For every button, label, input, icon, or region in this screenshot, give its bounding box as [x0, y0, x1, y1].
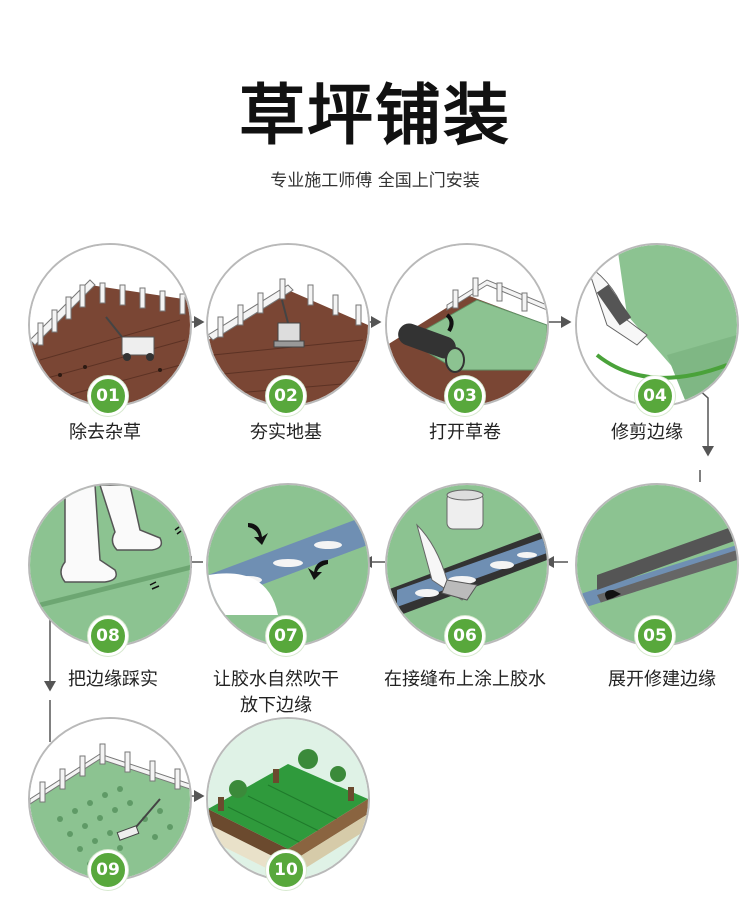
step-01-label: 除去杂草: [69, 422, 141, 443]
step-03-number: 03: [445, 376, 485, 416]
step-07-label: 让胶水自然吹干: [213, 669, 339, 690]
hand-cutter-icon: [586, 263, 648, 346]
step-04: 04: [565, 233, 745, 416]
step-06-illustration: [385, 483, 549, 647]
step-06-number: 06: [445, 616, 485, 656]
step-01-number: 01: [88, 376, 128, 416]
step-03-label: 打开草卷: [429, 422, 501, 443]
glue-bucket-icon: [446, 489, 484, 530]
step-04-label: 修剪边缘: [611, 422, 683, 443]
step-05-illustration: [575, 483, 739, 647]
step-02-illustration: [206, 243, 370, 407]
step-08: 08: [18, 473, 198, 656]
step-05: 05: [565, 473, 745, 656]
step-07: 07: [196, 473, 376, 656]
step-10: 10: [196, 707, 376, 890]
step-07-label-line2: 放下边缘: [240, 695, 312, 716]
step-02-number: 02: [266, 376, 306, 416]
step-05-label: 展开修建边缘: [608, 669, 716, 690]
step-03: 03: [375, 233, 555, 416]
step-02-label: 夯实地基: [250, 422, 322, 443]
compactor-icon: [273, 299, 305, 348]
step-04-number: 04: [635, 376, 675, 416]
shrub-icon: [229, 749, 346, 798]
step-06-label: 在接缝布上涂上胶水: [384, 669, 546, 690]
turf-roll-icon: [398, 323, 465, 373]
step-10-number: 10: [266, 850, 306, 890]
boots-icon: [60, 485, 163, 583]
step-09: 09: [18, 707, 198, 890]
rake-icon: [116, 798, 161, 841]
step-01: 01: [18, 233, 198, 416]
page-subtitle: 专业施工师傅 全国上门安装: [270, 171, 480, 191]
step-02: 02: [196, 233, 376, 416]
step-08-number: 08: [88, 616, 128, 656]
step-09-number: 09: [88, 850, 128, 890]
lawn-mower-icon: [105, 316, 155, 361]
page-title: 草坪铺装: [239, 77, 511, 154]
step-07-number: 07: [266, 616, 306, 656]
spatula-icon: [416, 523, 478, 601]
fold-arrow-icon: [248, 523, 268, 545]
curved-arrow-icon: [605, 590, 621, 600]
step-06: 06: [375, 473, 555, 656]
step-05-number: 05: [635, 616, 675, 656]
step-08-label: 把边缘踩实: [68, 669, 158, 690]
step-03-illustration: [385, 243, 549, 407]
